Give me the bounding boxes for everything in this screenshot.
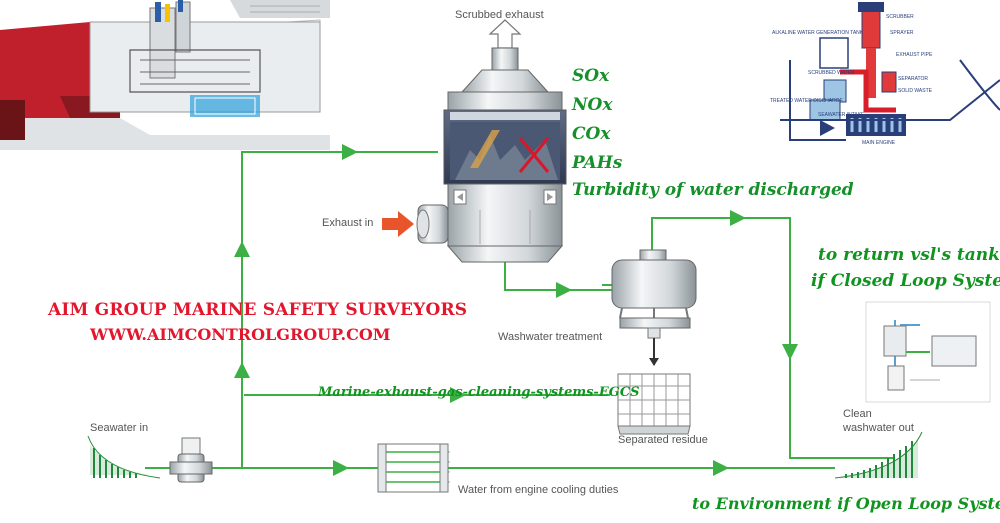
open-loop-text: to Environment if Open Loop System (692, 494, 1000, 513)
pollutant-turbidity: Turbidity of water discharged (572, 180, 854, 200)
seawater-intake-waves (87, 435, 161, 479)
closed-loop-line-2: if Closed Loop System (811, 271, 1000, 291)
exhaust-in-arrow (382, 211, 414, 237)
separated-residue-label: Separated residue (618, 434, 708, 446)
cooling-heat-exchanger (377, 443, 451, 493)
system-title: Marine-exhaust-gas-cleaning-systems-EGCS (318, 385, 640, 400)
closed-loop-line-1: to return vsl's tank (818, 245, 1000, 265)
washwater-treatment-tank (611, 249, 697, 366)
scrubber-schematic-inset (768, 0, 1000, 150)
inset-label-exhaust-pipe: EXHAUST PIPE (896, 52, 933, 58)
closed-loop-inset (865, 301, 991, 403)
pollutant-pahs: PAHs (572, 153, 623, 173)
inset-label-seawater-intake: SEAWATER INTAKE (818, 112, 865, 118)
pollutant-nox: NOx (572, 95, 613, 115)
pollutant-sox: SOx (572, 66, 610, 86)
seawater-pump (169, 437, 213, 483)
separated-residue-cage (617, 373, 691, 435)
seawater-in-label: Seawater in (90, 422, 149, 434)
exhaust-in-label: Exhaust in (322, 217, 374, 229)
inset-label-alkaline-tank: ALKALINE WATER GENERATION TANK (772, 30, 864, 36)
clean-washwater-label-2: washwater out (843, 422, 914, 434)
inset-label-solid-waste: SOLID WASTE (898, 88, 932, 94)
washwater-treatment-label: Washwater treatment (498, 331, 603, 343)
inset-label-treated-discharge: TREATED WATER DISCHARGE (770, 98, 843, 104)
inset-label-scrubber: SCRUBBER (886, 14, 914, 20)
pollutant-cox: COx (572, 124, 611, 144)
inset-label-sprayer: SPRAYER (890, 30, 914, 36)
inset-label-main-engine: MAIN ENGINE (862, 140, 896, 146)
clean-washwater-label-1: Clean (843, 408, 872, 420)
company-website: WWW.AIMCONTROLGROUP.COM (90, 325, 391, 344)
pipework (145, 151, 895, 469)
ship-cutaway-image (0, 0, 330, 150)
clean-washwater-waves (834, 431, 923, 479)
engine-cooling-label: Water from engine cooling duties (458, 484, 619, 496)
inset-label-separator: SEPARATOR (898, 76, 929, 82)
scrubbed-exhaust-arrow (488, 19, 522, 49)
scrubbed-exhaust-label: Scrubbed exhaust (455, 9, 544, 21)
inset-label-scrubbed-water: SCRUBBED WATER (808, 70, 855, 76)
company-name: AIM GROUP MARINE SAFETY SURVEYORS (48, 300, 468, 320)
scrubber-tower (416, 47, 567, 263)
